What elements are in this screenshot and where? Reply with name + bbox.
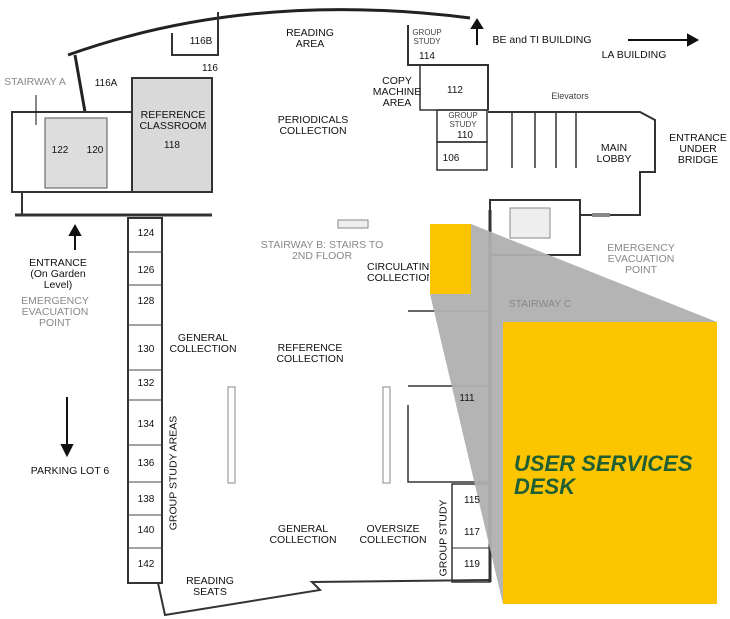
room-116: 116 [202, 63, 218, 74]
room-140: 140 [137, 525, 155, 536]
room-120: 120 [86, 145, 104, 156]
be-ti-building-label: BE and TI BUILDING [492, 34, 592, 46]
room-111: 111 [459, 393, 475, 404]
copy-machine-area-label: COPY MACHINE AREA [372, 75, 422, 109]
stairway-a-label: STAIRWAY A [4, 76, 66, 88]
room-116b: 116B [189, 36, 213, 47]
room-130: 130 [137, 344, 155, 355]
reading-area-label: READING AREA [286, 27, 334, 50]
elevators-label: Elevators [551, 91, 589, 101]
circulating-collection-label: CIRCULATING COLLECTION [367, 262, 429, 284]
stairway-b-label: STAIRWAY B: STAIRS TO 2ND FLOOR [260, 239, 384, 262]
room-124: 124 [137, 228, 155, 239]
room-116a: 116A [94, 78, 118, 89]
room-117: 117 [464, 527, 480, 538]
user-services-desk-callout [503, 322, 717, 604]
parking-lot-label: PARKING LOT 6 [30, 465, 110, 477]
direction-arrows [35, 18, 700, 458]
room-114: 114 [419, 51, 435, 62]
room-128: 128 [137, 296, 155, 307]
user-services-desk-label: USER SERVICES DESK [514, 451, 693, 499]
room-136: 136 [137, 458, 155, 469]
main-lobby-label: MAIN LOBBY [596, 142, 632, 165]
periodicals-label: PERIODICALS COLLECTION [277, 114, 349, 137]
room-112: 112 [447, 85, 463, 96]
oversize-collection-label: OVERSIZE COLLECTION [359, 523, 427, 546]
room-138: 138 [137, 494, 155, 505]
room-132: 132 [137, 378, 155, 389]
reading-seats-label: READING SEATS [186, 575, 234, 598]
general-collection-label: GENERAL COLLECTION [169, 332, 237, 355]
reference-classroom-label: REFERENCE CLASSROOM [139, 109, 207, 132]
group-study-vertical-label: GROUP STUDY [437, 499, 450, 577]
group-study-110-label: GROUP STUDY [448, 111, 478, 129]
la-building-label: LA BUILDING [601, 49, 667, 61]
room-118: 118 [164, 140, 180, 151]
room-110: 110 [457, 130, 473, 141]
stairway-c-label: STAIRWAY C [508, 298, 572, 310]
room-134: 134 [137, 419, 155, 430]
room-115: 115 [464, 495, 480, 506]
room-142: 142 [137, 559, 155, 570]
north-curved-wall [67, 8, 471, 57]
room-126: 126 [137, 265, 155, 276]
room-106: 106 [442, 153, 460, 164]
group-study-areas-label: GROUP STUDY AREAS [167, 415, 180, 531]
reference-classroom-room [131, 77, 213, 193]
emergency-left-label: EMERGENCY EVACUATION POINT [21, 295, 89, 329]
room-119: 119 [464, 559, 480, 570]
stairway-b-icon [337, 219, 369, 229]
group-study-114-label: GROUP STUDY [412, 28, 442, 46]
room-122: 122 [51, 145, 69, 156]
emergency-right-label: EMERGENCY EVACUATION POINT [607, 242, 675, 276]
reference-collection-label: REFERENCE COLLECTION [276, 342, 344, 365]
entrance-under-bridge-label: ENTRANCE UNDER BRIDGE [669, 132, 727, 166]
entrance-garden-label: ENTRANCE (On Garden Level) [29, 257, 87, 291]
general-collection-label: GENERAL COLLECTION [269, 523, 337, 546]
user-services-desk-marker [430, 224, 471, 294]
